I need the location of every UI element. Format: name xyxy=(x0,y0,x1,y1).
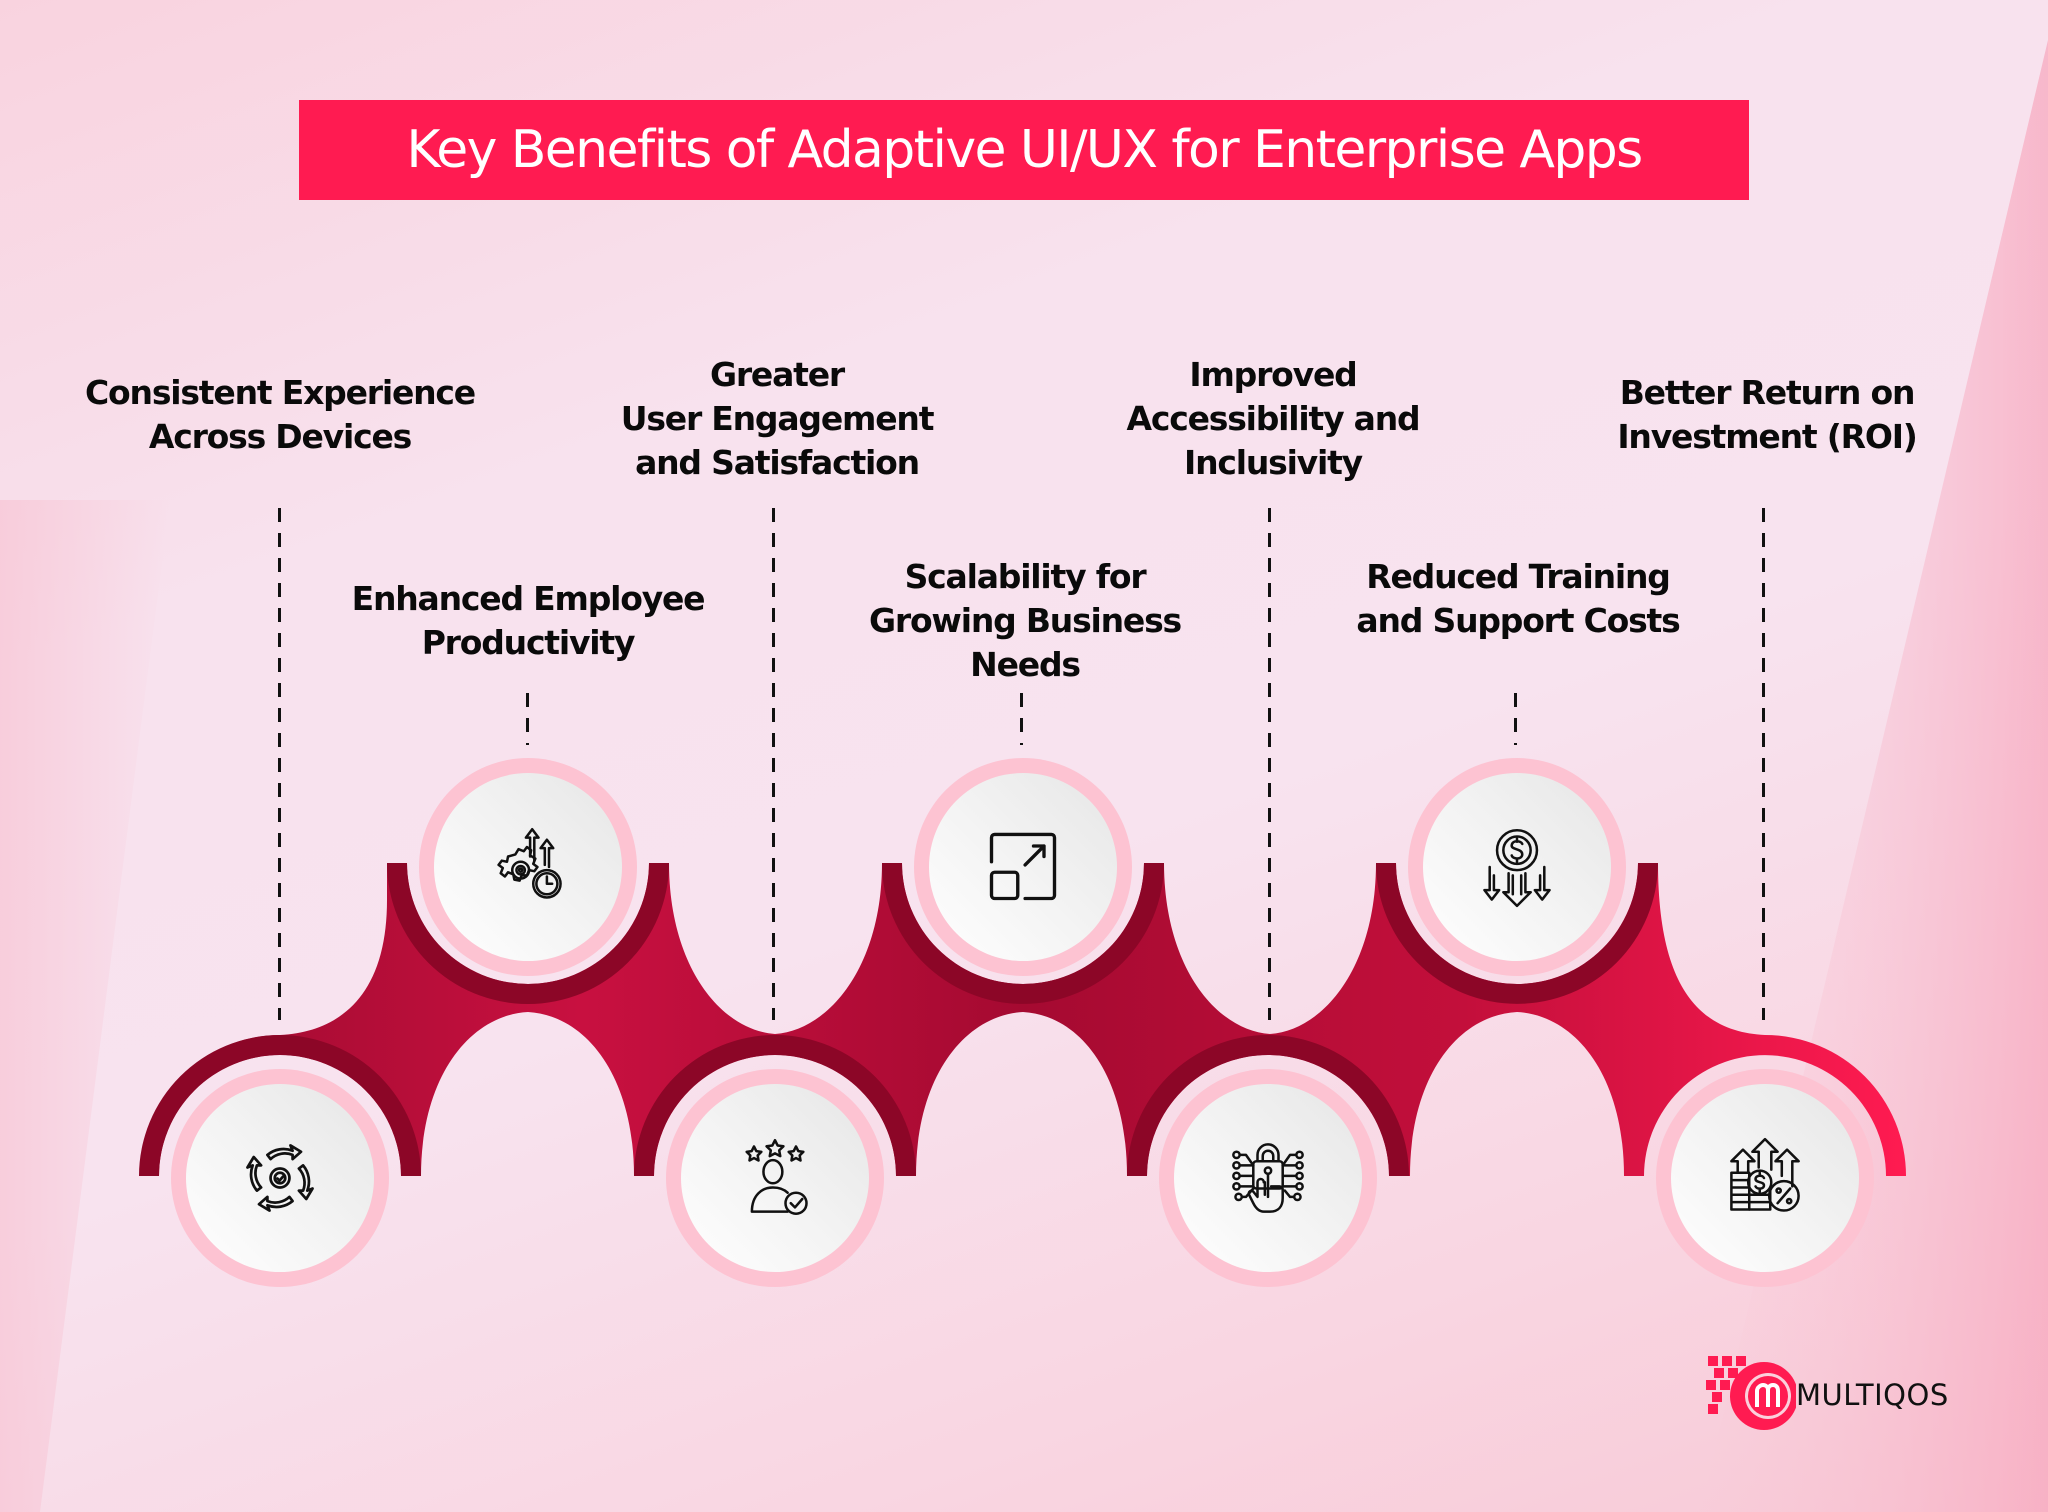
benefit-label-5: Improved Accessibility and Inclusivity xyxy=(1126,353,1421,485)
benefit-label-3: Greater User Engagement and Satisfaction xyxy=(620,353,935,485)
sync-cycle-check-icon xyxy=(246,1144,314,1212)
gear-clock-growth-icon xyxy=(497,827,562,899)
benefit-7-line-1: Better Return on xyxy=(1619,373,1916,412)
benefit-label-4: Scalability for Growing Business Needs xyxy=(869,555,1182,687)
connector-dash-7 xyxy=(1762,508,1765,1020)
benefit-label-6: Reduced Training and Support Costs xyxy=(1356,555,1680,643)
benefit-1-line-2: Across Devices xyxy=(148,417,412,456)
connector-dash-6 xyxy=(1514,693,1517,745)
dollar-down-arrows-icon xyxy=(1483,828,1551,908)
benefit-node-5 xyxy=(1159,1069,1377,1287)
benefit-1-line-1: Consistent Experience xyxy=(85,373,476,412)
money-growth-percent-icon xyxy=(1730,1137,1800,1212)
benefit-label-2: Enhanced Employee Productivity xyxy=(351,577,706,665)
benefit-5-line-3: Inclusivity xyxy=(1183,443,1363,482)
benefit-5-line-1: Improved xyxy=(1189,355,1357,394)
benefit-4-line-2: Growing Business xyxy=(869,601,1182,640)
logo-mark-icon xyxy=(1706,1356,1796,1430)
benefit-3-line-1: Greater xyxy=(709,355,845,394)
benefit-node-7 xyxy=(1656,1069,1874,1287)
benefit-3-line-2: User Engagement xyxy=(620,399,935,438)
benefit-label-7: Better Return on Investment (ROI) xyxy=(1617,371,1918,459)
user-rating-stars-icon xyxy=(745,1138,808,1215)
benefit-2-line-2: Productivity xyxy=(421,623,636,662)
benefit-node-2 xyxy=(419,758,637,976)
benefit-node-6 xyxy=(1408,758,1626,976)
connector-dash-4 xyxy=(1020,693,1023,745)
page-title: Key Benefits of Adaptive UI/UX for Enter… xyxy=(406,120,1643,180)
benefit-5-line-2: Accessibility and xyxy=(1126,399,1421,438)
logo-wordmark: MULTIQOS xyxy=(1796,1378,1949,1412)
benefit-4-line-1: Scalability for xyxy=(904,557,1147,596)
benefit-7-line-2: Investment (ROI) xyxy=(1617,417,1918,456)
connector-dash-3 xyxy=(772,508,775,1020)
lock-touch-circuit-icon xyxy=(1232,1143,1304,1213)
benefit-node-3 xyxy=(666,1069,884,1287)
connector-dash-1 xyxy=(278,508,281,1020)
benefit-label-1: Consistent Experience Across Devices xyxy=(85,371,476,459)
benefit-6-line-2: and Support Costs xyxy=(1356,601,1680,640)
benefit-3-line-3: and Satisfaction xyxy=(635,443,920,482)
benefit-6-line-1: Reduced Training xyxy=(1366,557,1671,596)
benefit-2-line-1: Enhanced Employee xyxy=(351,579,706,618)
benefit-4-line-3: Needs xyxy=(970,645,1081,684)
benefit-node-4 xyxy=(914,758,1132,976)
brand-logo: MULTIQOS xyxy=(1704,1352,1974,1436)
benefit-node-1 xyxy=(171,1069,389,1287)
connector-dash-2 xyxy=(526,693,529,745)
band-ring-segments xyxy=(139,863,1658,1176)
connector-dash-5 xyxy=(1268,508,1271,1020)
title-banner: Key Benefits of Adaptive UI/UX for Enter… xyxy=(299,100,1749,200)
resize-scale-up-icon xyxy=(989,832,1057,901)
